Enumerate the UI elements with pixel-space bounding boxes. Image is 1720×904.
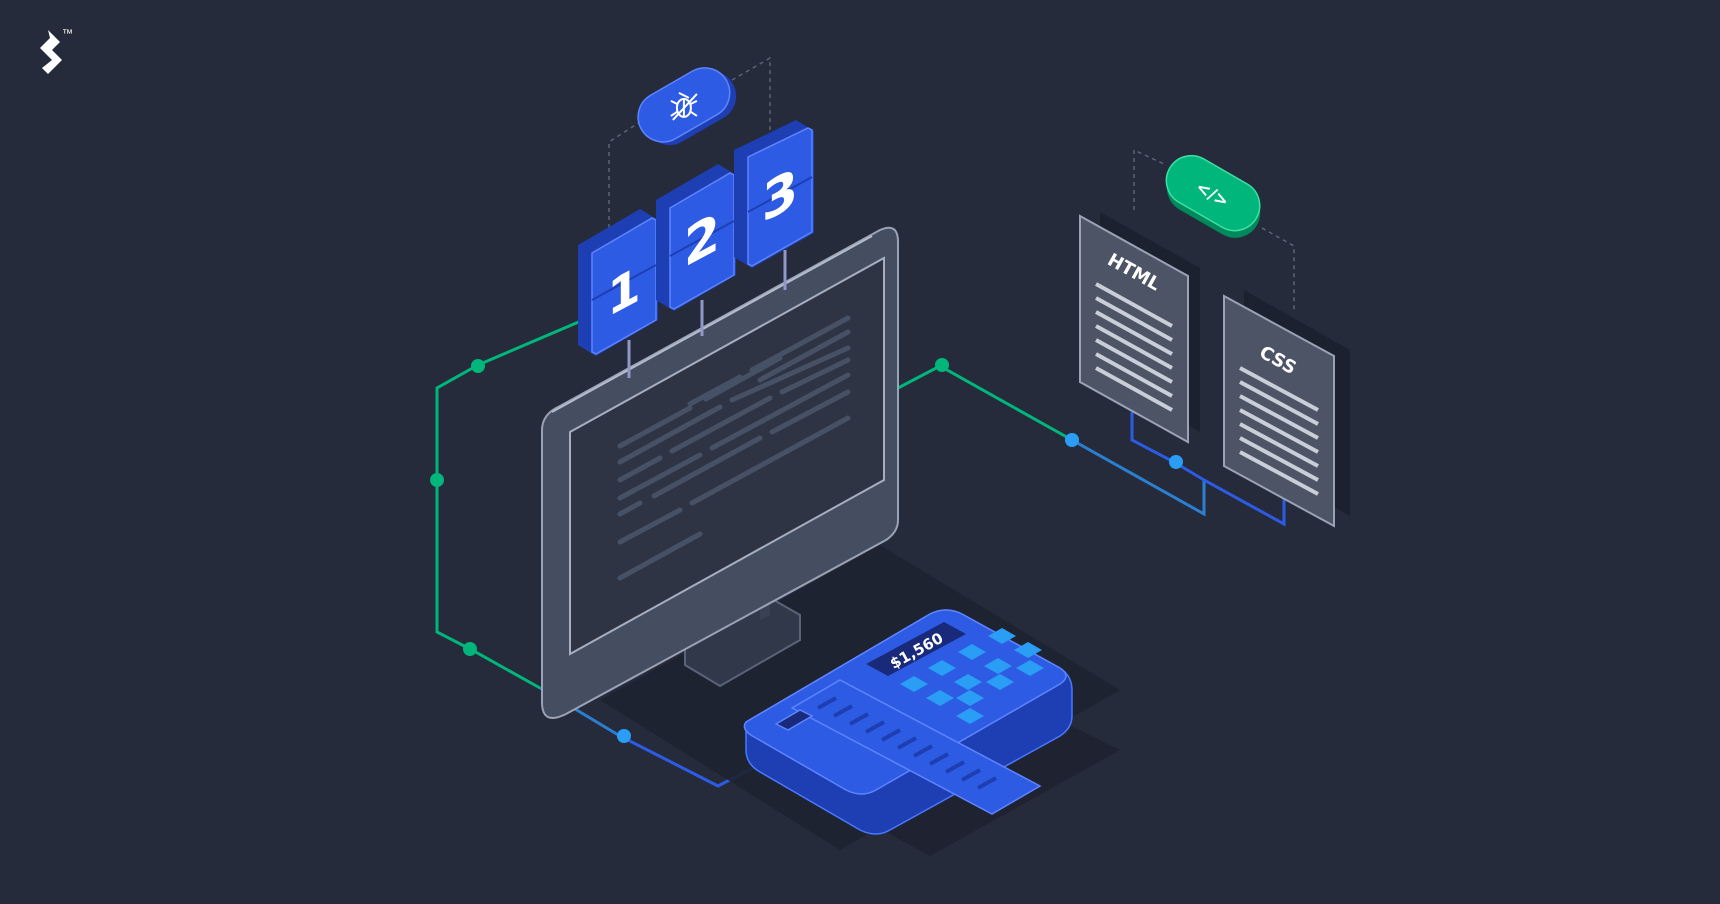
step-cards: 1 2 3 xyxy=(578,56,814,378)
code-lines xyxy=(617,315,851,581)
step-card-1: 1 xyxy=(578,209,658,356)
code-badge: </> xyxy=(1165,154,1261,238)
circuit-node xyxy=(1169,455,1183,469)
bug-badge xyxy=(637,67,737,146)
terminal-display xyxy=(866,622,966,676)
circuit-node xyxy=(463,642,477,656)
payment-terminal: $1,560 xyxy=(743,609,1120,856)
circuit-node xyxy=(1065,433,1079,447)
bug-icon xyxy=(670,92,698,121)
circuit-node xyxy=(430,473,444,487)
step-card-3: 3 xyxy=(734,120,814,268)
terminal-keypad xyxy=(900,628,1044,724)
left-circuit-line xyxy=(435,313,596,690)
terminal-receipt xyxy=(790,679,1042,815)
css-document: CSS xyxy=(1223,290,1350,528)
step-card-2: 2 xyxy=(656,164,736,311)
trademark-symbol: ™ xyxy=(62,28,73,40)
circuit-node xyxy=(935,358,949,372)
circuit-node xyxy=(471,359,485,373)
html-document: HTML xyxy=(1079,212,1200,444)
toptal-logo-icon xyxy=(40,30,62,74)
circuit-node xyxy=(617,729,631,743)
